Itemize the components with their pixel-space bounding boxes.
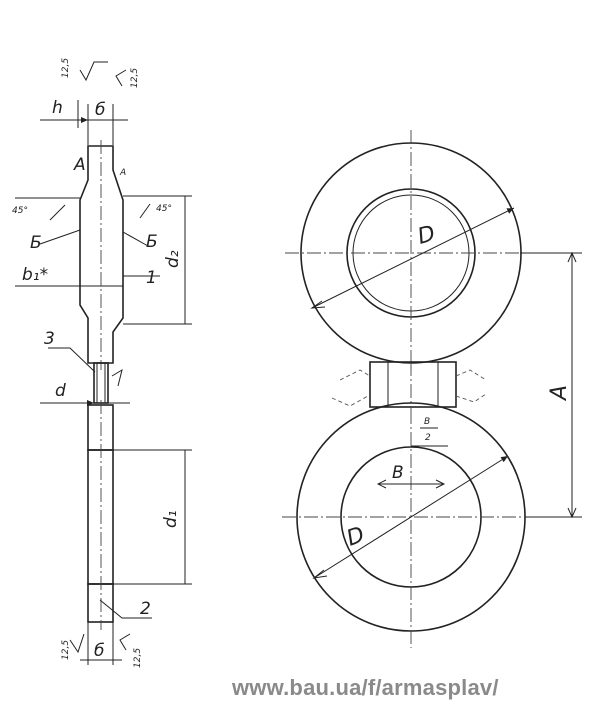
- roughness-mark-top-right: 12,5: [115, 68, 140, 88]
- svg-text:d₁: d₁: [161, 510, 181, 528]
- svg-text:Б: Б: [30, 233, 42, 253]
- svg-text:б: б: [94, 641, 104, 661]
- svg-text:12,5: 12,5: [133, 648, 143, 668]
- reference-1: 1: [123, 268, 160, 288]
- bottom-spacer-ring: D: [282, 402, 540, 648]
- svg-text:A: A: [547, 385, 572, 402]
- dimension-h: h: [40, 98, 88, 128]
- dimension-d: d: [40, 381, 130, 406]
- dimension-A: A: [520, 251, 582, 519]
- reference-3: 3: [44, 329, 96, 373]
- dimension-d2: d₂: [123, 195, 192, 325]
- side-view: 12,5 12,5 h б 45°: [12, 58, 192, 668]
- bridge-section: [93, 362, 123, 404]
- dimension-d1: d₁: [113, 449, 192, 585]
- dimension-B: B: [376, 463, 446, 489]
- svg-text:12,5: 12,5: [61, 640, 71, 660]
- section-label-left: Б: [30, 229, 81, 253]
- roughness-mark-bottom-left: 12,5: [61, 633, 85, 660]
- reference-2: 2: [99, 599, 152, 619]
- dimension-b1: b₁*: [15, 265, 80, 287]
- svg-text:B: B: [424, 417, 430, 427]
- section-label-right: Б: [122, 231, 158, 252]
- svg-text:2: 2: [140, 599, 151, 619]
- dimension-b-bottom: б: [80, 622, 122, 665]
- svg-text:1: 1: [146, 268, 157, 288]
- svg-text:12,5: 12,5: [61, 58, 71, 78]
- svg-text:3: 3: [44, 329, 55, 349]
- svg-text:D: D: [415, 221, 438, 250]
- svg-text:d: d: [55, 381, 66, 401]
- chamfer-left: 45° А: [12, 155, 86, 221]
- roughness-mark-bottom-right: 12,5: [119, 633, 143, 668]
- svg-text:b₁*: b₁*: [22, 265, 48, 285]
- front-view: D D B: [282, 130, 582, 648]
- svg-text:А: А: [119, 168, 126, 178]
- roughness-mark-top-left: 12,5: [61, 58, 108, 82]
- svg-text:d₂: d₂: [163, 250, 183, 268]
- dimension-B-half: B 2: [411, 417, 448, 447]
- svg-text:h: h: [52, 98, 63, 118]
- dimension-b-top: б: [87, 100, 128, 145]
- top-blind-ring: D: [285, 130, 540, 370]
- blind-plate-section: [79, 140, 124, 370]
- svg-text:2: 2: [425, 433, 431, 443]
- chamfer-right: 45° А: [119, 168, 190, 219]
- svg-text:45°: 45°: [156, 204, 172, 214]
- svg-text:45°: 45°: [12, 206, 28, 216]
- svg-text:12,5: 12,5: [130, 68, 140, 88]
- svg-text:А: А: [73, 155, 86, 175]
- spectacle-bridge: [331, 361, 487, 410]
- source-url: www.bau.ua/f/armasplav/: [232, 675, 499, 700]
- svg-text:B: B: [392, 463, 404, 483]
- spacer-ring-section: [87, 400, 114, 630]
- svg-text:Б: Б: [146, 232, 158, 252]
- svg-text:б: б: [95, 100, 105, 120]
